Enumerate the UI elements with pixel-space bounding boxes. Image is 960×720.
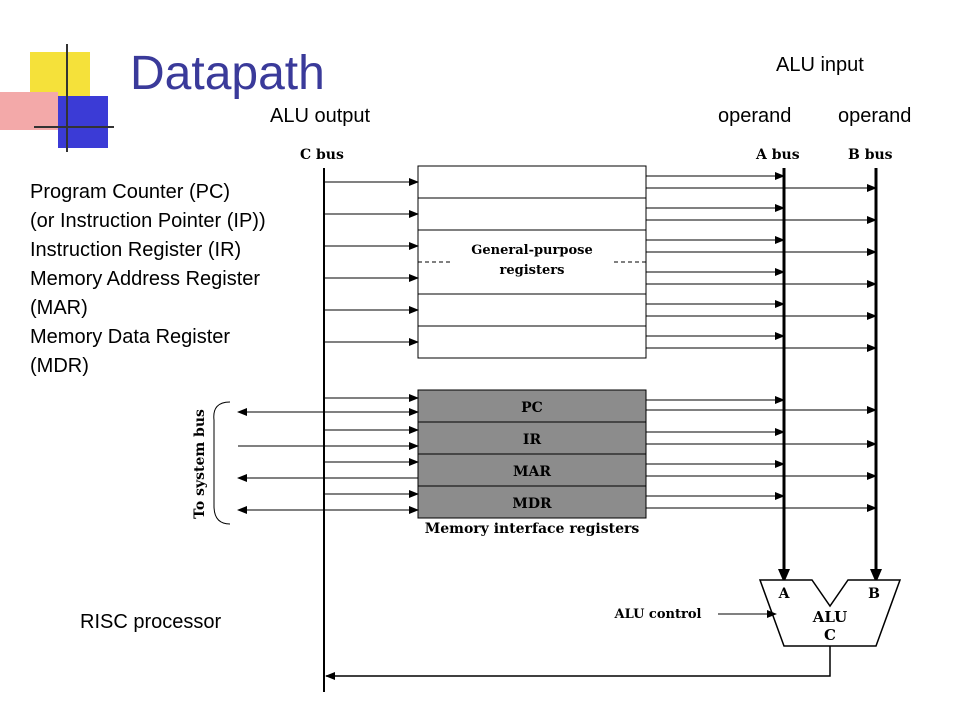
register-description-list: Program Counter (PC) (or Instruction Poi… xyxy=(30,178,266,381)
memory-register-label: IR xyxy=(523,432,542,448)
alu-output-path xyxy=(325,646,831,680)
register-description: Memory Data Register xyxy=(30,326,231,348)
gp-registers-label-line1: General-purpose xyxy=(471,243,592,258)
general-purpose-registers xyxy=(417,165,647,359)
register-description: Memory Address Register xyxy=(30,268,261,290)
register-description: (MAR) xyxy=(30,297,88,319)
system-bus-arrows xyxy=(237,408,419,514)
risc-processor-label: RISC processor xyxy=(80,611,222,633)
register-description: (or Instruction Pointer (IP)) xyxy=(30,210,266,232)
alu-control-label: ALU control xyxy=(614,607,702,622)
a-bus-label: A bus xyxy=(755,147,800,163)
memory-register-label: PC xyxy=(521,400,543,416)
alu-input-b-label: B xyxy=(868,586,880,602)
memory-register-mar xyxy=(417,453,647,487)
memory-register-pc xyxy=(417,389,647,423)
system-bus-label: To system bus xyxy=(192,409,208,519)
alu-shape xyxy=(758,579,902,647)
alu-output-label: ALU output xyxy=(270,105,371,127)
logo-decoration xyxy=(0,0,114,160)
memory-register-label: MDR xyxy=(512,496,552,512)
operand-b-label: operand xyxy=(838,105,912,127)
memory-interface-label: Memory interface registers xyxy=(425,521,640,537)
page-title: Datapath xyxy=(130,47,325,100)
register-description: Instruction Register (IR) xyxy=(30,239,242,261)
system-bus-brace xyxy=(213,401,231,525)
memory-register-label: MAR xyxy=(513,464,551,480)
register-description: (MDR) xyxy=(30,355,89,377)
logo-vertical-line xyxy=(66,44,68,152)
register-outputs xyxy=(646,172,877,352)
operand-a-label: operand xyxy=(718,105,792,127)
memory-register-mdr xyxy=(417,485,647,519)
b-bus-label: B bus xyxy=(848,147,893,163)
alu-output-c-label: C xyxy=(824,626,836,644)
register-description: Program Counter (PC) xyxy=(30,181,231,203)
c-bus-label: C bus xyxy=(300,147,344,163)
logo-horizontal-line xyxy=(34,126,114,128)
memory-register-outputs xyxy=(646,396,877,512)
alu-input-a-label: A xyxy=(778,586,791,602)
logo-pink-square xyxy=(0,92,58,130)
alu-name-label: ALU xyxy=(812,608,847,626)
gp-registers-label-line2: registers xyxy=(500,263,565,278)
alu-input-label: ALU input xyxy=(776,54,864,76)
memory-register-ir xyxy=(417,421,647,455)
